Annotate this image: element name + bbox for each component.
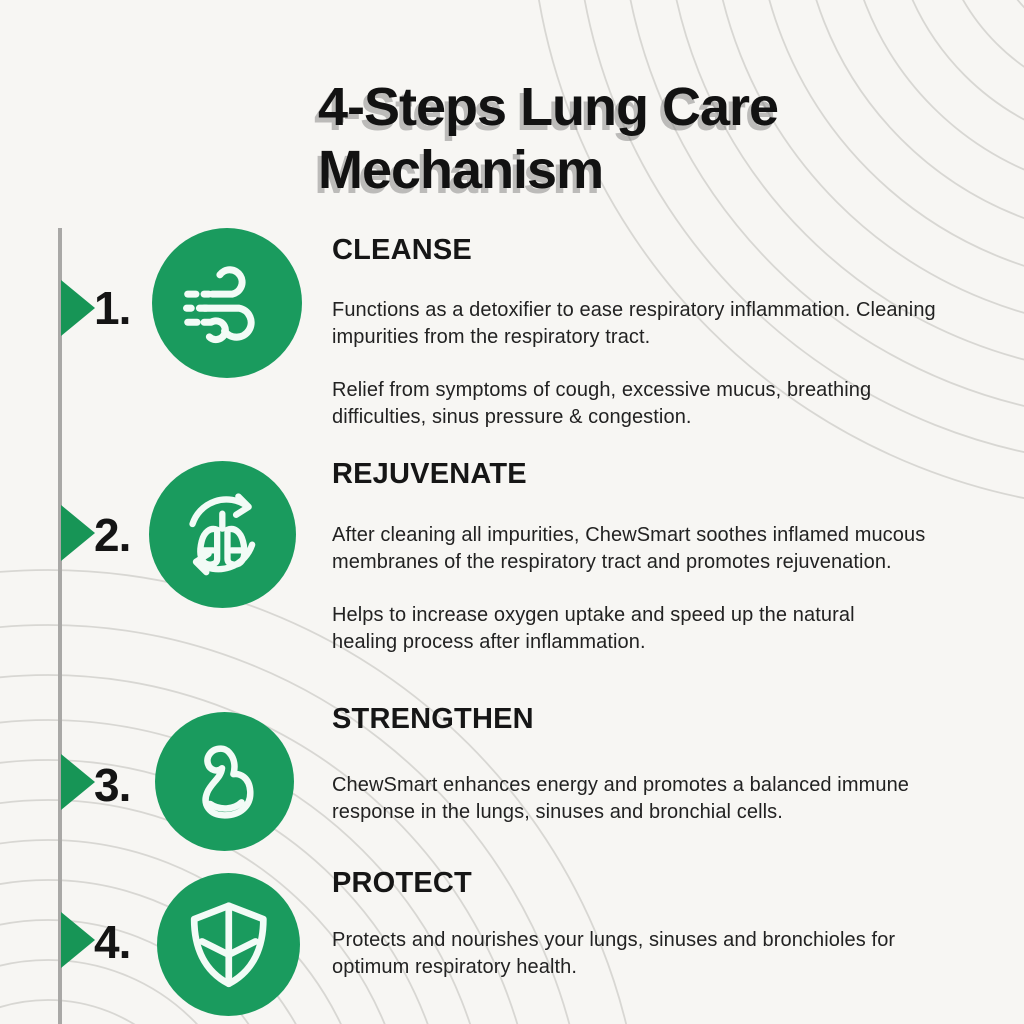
timeline-line: [58, 228, 62, 1024]
step-heading: PROTECT: [332, 867, 472, 899]
step-number: 3.: [94, 759, 131, 811]
step-paragraph: Functions as a detoxifier to ease respir…: [332, 299, 936, 348]
step-icon-circle: [157, 873, 300, 1016]
wind-icon: [182, 265, 255, 343]
step-paragraph: Helps to increase oxygen uptake and spee…: [332, 604, 855, 653]
step-icon-circle: [155, 712, 294, 851]
step-heading: STRENGTHEN: [332, 703, 534, 735]
step-paragraph: After cleaning all impurities, ChewSmart…: [332, 524, 926, 573]
step-marker-arrow: [61, 754, 95, 810]
step-heading: REJUVENATE: [332, 458, 527, 490]
lungs-refresh-icon: [189, 493, 256, 576]
step-number: 1.: [94, 282, 131, 334]
shield-leaf-icon: [190, 902, 267, 987]
muscle-icon: [202, 745, 254, 819]
step-number: 4.: [94, 916, 131, 968]
step-marker-arrow: [61, 280, 95, 336]
step-marker-arrow: [61, 912, 95, 968]
step-icon-circle: [152, 228, 302, 378]
step-marker-arrow: [61, 505, 95, 561]
step-paragraph: Protects and nourishes your lungs, sinus…: [332, 929, 896, 978]
step-number: 2.: [94, 509, 131, 561]
step-heading: CLEANSE: [332, 234, 472, 266]
step-paragraph: ChewSmart enhances energy and promotes a…: [332, 774, 910, 823]
page-title: 4-Steps Lung Care Mechanism: [318, 77, 779, 200]
step-icon-circle: [149, 461, 296, 608]
step-paragraph: Relief from symptoms of cough, excessive…: [332, 379, 872, 428]
